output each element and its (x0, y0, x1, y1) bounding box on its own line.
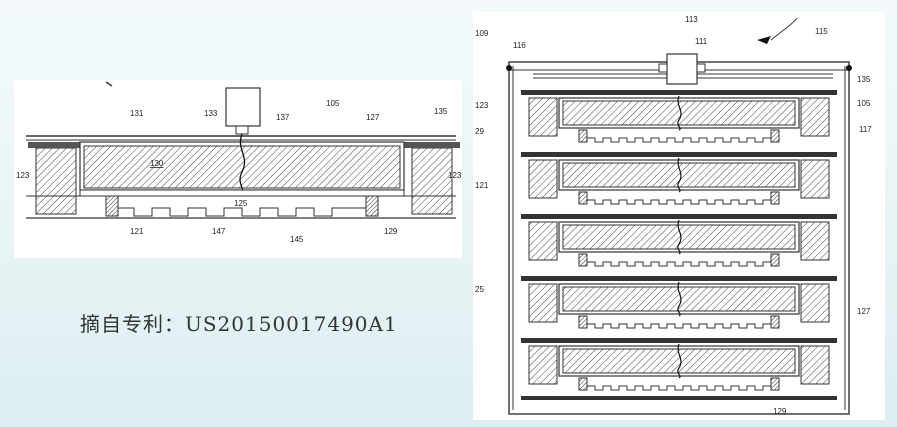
label-129: 129 (384, 227, 398, 236)
corner-dot-right (846, 65, 852, 71)
label-113: 113 (685, 15, 698, 24)
label-117: 117 (859, 125, 872, 134)
layer-post-left-4 (578, 377, 588, 391)
label-111: 111 (695, 37, 708, 46)
label-25: 25 (475, 285, 484, 294)
layer-plate-3 (521, 276, 837, 281)
layer-plate-4 (521, 338, 837, 343)
layer-spring-0 (677, 95, 682, 131)
layer-profile-2 (587, 261, 780, 267)
label-129: 129 (773, 407, 787, 416)
layer-post-left-0 (578, 129, 588, 143)
leader-line (770, 17, 798, 41)
side-block-right (411, 147, 453, 215)
layer-post-right-4 (770, 377, 780, 391)
layer-profile-0 (587, 137, 780, 143)
label-135: 135 (857, 75, 871, 84)
caption: 摘自专利：US20150017490A1 (80, 312, 398, 336)
layer-side-right-4 (800, 345, 830, 385)
layer-plate-0 (521, 90, 837, 95)
connector-tab-right (696, 63, 706, 73)
layer-post-right-1 (770, 191, 780, 205)
layer-spring-2 (677, 219, 682, 255)
layer-post-left-1 (578, 191, 588, 205)
connector-box (225, 87, 261, 127)
label-116: 116 (513, 41, 526, 50)
label-137: 137 (276, 113, 290, 122)
layer-post-right-2 (770, 253, 780, 267)
layer-side-left-1 (528, 159, 558, 199)
layer-side-left-2 (528, 221, 558, 261)
layer-side-right-3 (800, 283, 830, 323)
layer-spring-3 (677, 281, 682, 317)
label-109: 109 (475, 29, 489, 38)
label-123-right: 123 (448, 171, 462, 180)
arrow-icon (757, 36, 771, 44)
layer-plate-2 (521, 214, 837, 219)
side-block-left (35, 147, 77, 215)
patent-figure-single-layer: 131 133 137 105 127 135 123 130 125 121 … (14, 80, 462, 258)
bottom-profile (118, 207, 366, 217)
layer-spring-1 (677, 157, 682, 193)
connector-neck (235, 125, 249, 135)
layer-post-left-2 (578, 253, 588, 267)
lower-plate (79, 189, 405, 197)
wafer-body (83, 145, 401, 189)
label-121: 121 (130, 227, 144, 236)
connector-tab-left (658, 63, 668, 73)
layer-side-left-0 (528, 97, 558, 137)
label-123: 123 (475, 101, 489, 110)
layer-profile-4 (587, 385, 780, 391)
label-127: 127 (857, 307, 871, 316)
layer-plate-1 (521, 152, 837, 157)
layer-spring-4 (677, 343, 682, 379)
label-145: 145 (290, 235, 304, 244)
layer-side-right-2 (800, 221, 830, 261)
layer-stack (521, 90, 837, 400)
layer-profile-1 (587, 199, 780, 205)
label-133: 133 (204, 109, 218, 118)
label-131: 131 (130, 109, 144, 118)
label-125: 125 (234, 199, 248, 208)
ring-right (404, 142, 460, 148)
label-121: 121 (475, 181, 489, 190)
label-130: 130 (150, 159, 164, 168)
label-127: 127 (366, 113, 380, 122)
label-123-left: 123 (16, 171, 30, 180)
layer-side-right-0 (800, 97, 830, 137)
layer-post-left-3 (578, 315, 588, 329)
stacked-diagram: 113 111 115 109 116 135 123 105 29 117 1… (475, 15, 872, 416)
label-115: 115 (815, 27, 828, 36)
post-right (365, 195, 379, 217)
ring-left (28, 142, 84, 148)
mark (105, 81, 113, 87)
post-left (105, 195, 119, 217)
label-105: 105 (326, 99, 340, 108)
layer-post-right-3 (770, 315, 780, 329)
layer-post-right-0 (770, 129, 780, 143)
layer-plate-bottom (521, 396, 837, 400)
layer-profile-3 (587, 323, 780, 329)
patent-figure-stacked: 113 111 115 109 116 135 123 105 29 117 1… (473, 12, 885, 420)
label-135: 135 (434, 107, 448, 116)
connector-box (666, 53, 698, 85)
label-147: 147 (212, 227, 226, 236)
layer-side-right-1 (800, 159, 830, 199)
corner-dot-left (506, 65, 512, 71)
single-layer-diagram: 131 133 137 105 127 135 123 130 125 121 … (16, 81, 462, 244)
label-105: 105 (857, 99, 871, 108)
layer-side-left-3 (528, 283, 558, 323)
layer-side-left-4 (528, 345, 558, 385)
label-29: 29 (475, 127, 484, 136)
